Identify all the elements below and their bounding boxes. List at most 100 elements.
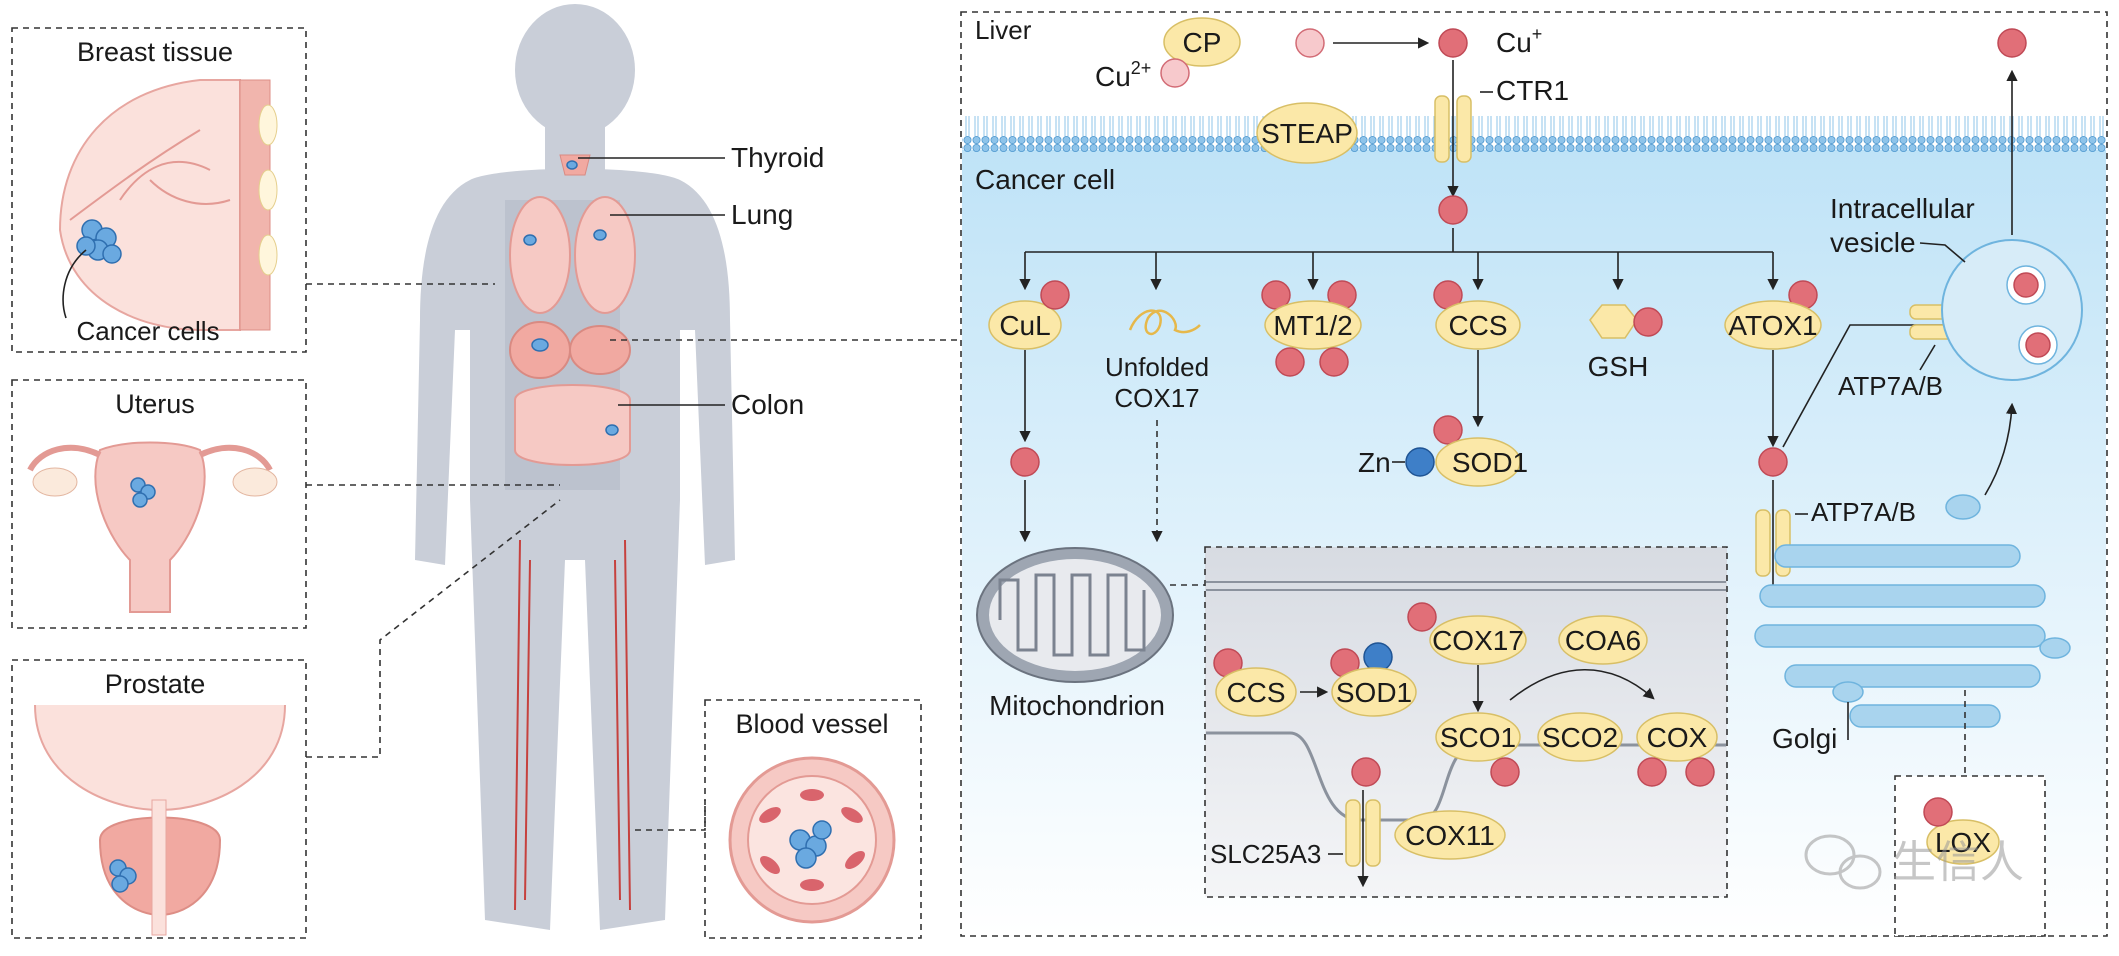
intestines <box>514 384 631 466</box>
wechat-icon <box>1804 834 1856 876</box>
unfolded-label-2: COX17 <box>1114 383 1199 413</box>
cul-released-cu <box>1010 447 1040 477</box>
uterus-title: Uterus <box>115 389 195 419</box>
breast-ducts <box>69 129 231 221</box>
sco1-label: SCO1 <box>1440 722 1516 753</box>
cp-protein <box>1163 17 1241 67</box>
mt-cu-3 <box>1275 347 1305 377</box>
connector-lines <box>306 283 960 831</box>
cell-panel: Liver Cancer cell CP Cu2+ Cu+ STEAP CTR1 <box>960 11 2108 937</box>
prostate-panel: Prostate <box>11 659 307 939</box>
lox-cu <box>1923 797 1953 827</box>
mito-ccs-protein <box>1215 667 1297 717</box>
ovary-right <box>232 467 278 497</box>
uterus-panel: Uterus <box>11 379 307 629</box>
blood-vessel-panel: Blood vessel <box>704 699 922 939</box>
atox1-label: ATOX1 <box>1728 310 1817 341</box>
cul-label: CuL <box>999 310 1050 341</box>
lox-label: LOX <box>1935 827 1991 858</box>
body-tumor-dots <box>523 160 619 436</box>
mito-sod1-label: SOD1 <box>1336 677 1412 708</box>
human-body: Thyroid Lung Colon <box>415 4 824 930</box>
sod1-protein <box>1435 437 1521 487</box>
lung-left <box>509 196 571 314</box>
sod1-label: SOD1 <box>1452 447 1528 478</box>
sco1-protein <box>1435 712 1521 762</box>
rib-3 <box>258 234 278 276</box>
urethra <box>151 799 167 936</box>
mito-ccs-label: CCS <box>1226 677 1285 708</box>
mt-cu-4 <box>1319 347 1349 377</box>
coa6-label: COA6 <box>1565 625 1641 656</box>
cancer-cells-leader <box>62 249 87 319</box>
lox-protein <box>1926 819 2000 865</box>
ctr1-right <box>1456 95 1472 163</box>
mito-sod1-protein <box>1331 667 1417 717</box>
torso-and-limbs <box>415 168 735 930</box>
ccs-protein <box>1435 300 1521 350</box>
rib-1 <box>258 104 278 146</box>
atp7ab-golgi-left <box>1755 509 1771 577</box>
colon-label: Colon <box>731 389 804 420</box>
sco2-protein <box>1537 712 1623 762</box>
lung-label: Lung <box>731 199 793 230</box>
exported-cu <box>1997 28 2027 58</box>
steap-protein <box>1256 102 1358 164</box>
gsh-label: GSH <box>1588 351 1649 382</box>
breast-tissue-title: Breast tissue <box>77 37 233 67</box>
watermark-text: 生信人 <box>1892 838 2024 887</box>
head <box>515 4 635 136</box>
uterus-body <box>94 441 206 613</box>
fallopian-tubes <box>27 444 273 472</box>
ccs-label: CCS <box>1448 310 1507 341</box>
cancer-cell-label: Cancer cell <box>975 164 1115 195</box>
mitochondrion-inner <box>989 559 1161 671</box>
cox-protein <box>1636 712 1718 762</box>
slc25a3-cu <box>1351 757 1381 787</box>
atox1-released-cu <box>1758 447 1788 477</box>
cox17-cu <box>1407 602 1437 632</box>
slc25a3-left <box>1345 799 1361 867</box>
golgi-label: Golgi <box>1772 723 1837 754</box>
cox-cu-1 <box>1637 757 1667 787</box>
vesicle-cu-2 <box>2025 332 2051 358</box>
wechat-icon-small <box>1838 854 1882 890</box>
blood-vessels <box>514 539 631 911</box>
vesicle-label-1: Intracellular <box>1830 193 1975 224</box>
gsh-cu <box>1633 307 1663 337</box>
cell-panel-frame <box>960 11 2108 937</box>
zn-label: Zn <box>1358 447 1391 478</box>
uterus-tumor-icon <box>130 477 156 508</box>
cox-cu-2 <box>1685 757 1715 787</box>
budding-vesicle <box>1945 494 1981 520</box>
atox1-protein <box>1724 300 1822 350</box>
prostate-title: Prostate <box>105 669 206 699</box>
sco2-label: SCO2 <box>1542 722 1618 753</box>
rib-2 <box>258 169 278 211</box>
vessel-tumor-icon <box>789 820 832 869</box>
ctr1-left <box>1434 95 1450 163</box>
breast-tumor-icon <box>76 219 122 264</box>
thyroid-label: Thyroid <box>731 142 824 173</box>
ctr1-label: CTR1 <box>1496 75 1569 106</box>
blood-vessel-title: Blood vessel <box>735 709 888 739</box>
cox17-protein <box>1429 615 1527 665</box>
golgi-apparatus <box>1754 544 2071 728</box>
prostate-tumor-icon <box>109 859 137 893</box>
sco1-to-cox-arrow <box>1509 668 1655 701</box>
atp7ab-top-label: ATP7A/B <box>1838 371 1943 401</box>
sod1-cu <box>1433 415 1463 445</box>
watermark: 生信人 <box>1804 834 2024 890</box>
zn-ion <box>1405 447 1435 477</box>
distribution-tree <box>1025 228 1773 253</box>
slc25a3-right <box>1365 799 1381 867</box>
sco1-cu <box>1490 757 1520 787</box>
atp7ab-mid-label: ATP7A/B <box>1811 497 1916 527</box>
mitochondrion-label: Mitochondrion <box>989 690 1165 721</box>
ovary-left <box>32 467 78 497</box>
unfolded-label-1: Unfolded <box>1105 352 1209 382</box>
cul-complex <box>988 300 1062 350</box>
slc25a3-label: SLC25A3 <box>1210 839 1321 869</box>
cp-label: CP <box>1183 27 1222 58</box>
